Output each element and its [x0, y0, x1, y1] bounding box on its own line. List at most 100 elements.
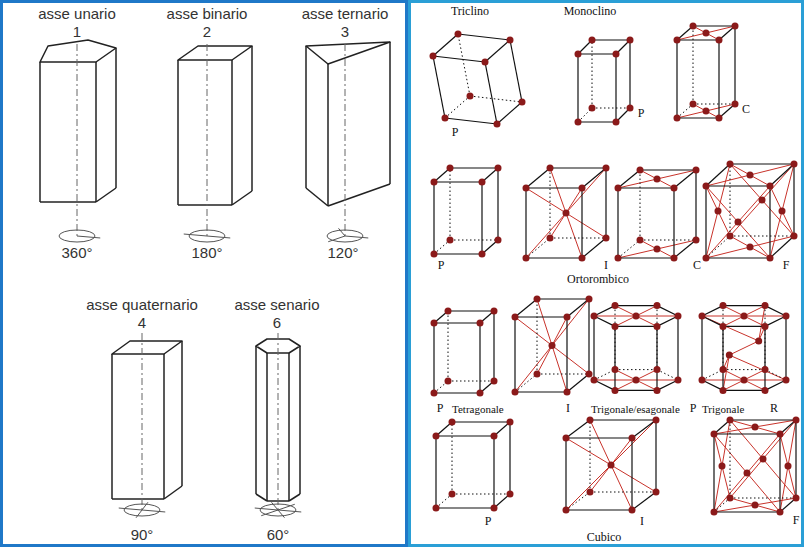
lattice-point: [563, 435, 570, 442]
prism-edge: [111, 354, 113, 499]
prism-edge: [231, 60, 233, 205]
cell-edge: [526, 187, 582, 188]
lattice-point: [747, 172, 754, 179]
centering-line: [723, 370, 765, 391]
axis-order: 3: [341, 24, 349, 41]
lattice-point: [785, 463, 792, 470]
cell-edge: [677, 117, 719, 118]
lattice-point: [591, 313, 598, 320]
centering-line: [566, 420, 656, 510]
cell-edge: [588, 299, 589, 374]
cell-edge: [434, 181, 482, 182]
hidden-edge: [615, 306, 616, 370]
cell-edge: [765, 306, 786, 316]
lattice-point: [491, 308, 498, 315]
cell-edge: [434, 253, 482, 254]
centering-line: [618, 240, 696, 258]
cell-edge: [590, 419, 656, 420]
symmetry-axes: [40, 40, 390, 518]
rotation-angle: 120°: [327, 245, 358, 262]
system-name: Trigonale: [702, 403, 744, 415]
cell-edge: [497, 102, 522, 124]
rotation-angle: 180°: [191, 245, 222, 262]
lattice-point: [589, 105, 596, 112]
cell-edge: [448, 310, 494, 311]
centering-line: [566, 438, 656, 492]
cell-edge: [723, 390, 765, 391]
rotation-tick: [184, 234, 207, 236]
cell-edge: [615, 326, 657, 327]
hidden-edge: [526, 238, 550, 258]
cell-edge: [434, 392, 480, 393]
lattice-point: [431, 390, 438, 397]
prism-edge: [112, 341, 182, 354]
lattice-point: [732, 23, 739, 30]
prism-edge: [299, 346, 301, 494]
lattice-point: [547, 235, 554, 242]
centering-line: [730, 420, 780, 434]
cell-edge: [730, 419, 796, 420]
lattice-point: [654, 302, 661, 309]
cell-edge: [702, 306, 723, 316]
lattice-point: [431, 320, 438, 327]
lattice-point: [760, 456, 767, 463]
lattice-point: [752, 502, 759, 509]
hidden-edge: [723, 369, 765, 370]
cell-edge: [693, 25, 735, 26]
lattice-point: [693, 237, 700, 244]
cell-edge: [567, 374, 589, 392]
hidden-edge: [537, 374, 589, 375]
centering-line: [515, 299, 589, 392]
hidden-edge: [765, 306, 766, 370]
hidden-edge: [723, 306, 724, 370]
lattice-point: [716, 115, 723, 122]
lattice-point: [579, 185, 586, 192]
centering-line: [730, 164, 794, 236]
lattice-point: [752, 424, 759, 431]
rotation-tick: [142, 502, 148, 510]
lattice-point: [674, 115, 681, 122]
cell-edge: [433, 182, 434, 254]
system-name: Cubico: [587, 531, 622, 544]
lattice-point: [479, 179, 486, 186]
system-name: Monoclino: [564, 5, 617, 18]
cell-edge: [593, 316, 594, 380]
lattice-point: [720, 387, 727, 394]
cell-edge: [537, 298, 589, 299]
cell-edge: [734, 26, 735, 104]
lattice-type: P: [638, 107, 645, 120]
prism-edge: [178, 204, 232, 206]
lattice-point: [491, 505, 498, 512]
prism-edge: [95, 62, 97, 202]
lattice-point: [447, 237, 454, 244]
cell-edge: [657, 316, 678, 326]
cell-edge: [701, 316, 702, 380]
cell-edge: [765, 380, 786, 390]
lattice-point: [741, 313, 748, 320]
lattice-point: [759, 197, 766, 204]
cell-edge: [485, 62, 497, 124]
lattice-point: [637, 237, 644, 244]
centering-line: [723, 306, 765, 327]
lattice-point: [671, 255, 678, 262]
cell-edge: [550, 167, 606, 168]
prism-edge: [251, 46, 253, 191]
lattice-cell: [591, 302, 682, 394]
lattice-point: [575, 51, 582, 58]
hidden-edge: [693, 104, 735, 105]
lattice-point: [512, 389, 519, 396]
lattice-point: [762, 302, 769, 309]
cell-edge: [594, 306, 615, 316]
centering-line: [526, 188, 606, 238]
lattice-type: R: [770, 402, 778, 415]
lattice-point: [603, 235, 610, 242]
centering-line: [590, 420, 632, 510]
centering-line: [770, 186, 794, 236]
hidden-edge: [693, 26, 694, 104]
rotation-tick: [278, 504, 295, 510]
lattice-point: [653, 489, 660, 496]
lattice-point: [741, 377, 748, 384]
cell-edge: [702, 316, 723, 326]
lattice-point: [703, 108, 710, 115]
